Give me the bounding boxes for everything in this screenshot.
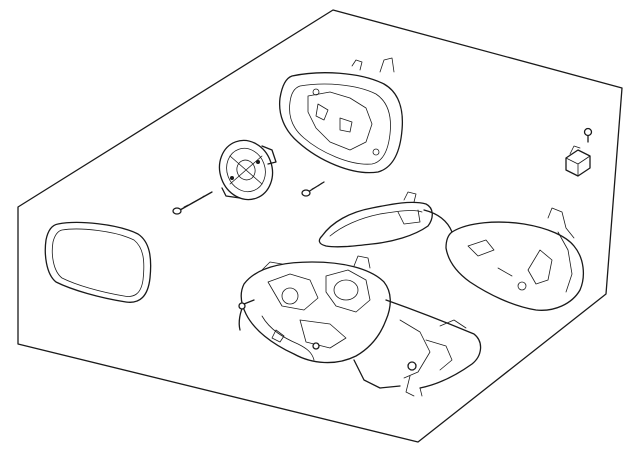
- long-screw-part: [172, 191, 213, 215]
- mirror-glass-part: [44, 221, 152, 303]
- turn-signal-lamp-part: [318, 191, 453, 248]
- mirror-frame-part: [278, 57, 404, 174]
- mirror-base-assembly-part: [238, 255, 482, 397]
- connector-part: [565, 145, 591, 177]
- mirror-cover-part: [445, 207, 585, 311]
- short-screw-part: [301, 181, 325, 197]
- mirror-motor-part: [218, 139, 277, 201]
- small-screw-part: [583, 127, 593, 143]
- diagram-panel: [17, 9, 623, 443]
